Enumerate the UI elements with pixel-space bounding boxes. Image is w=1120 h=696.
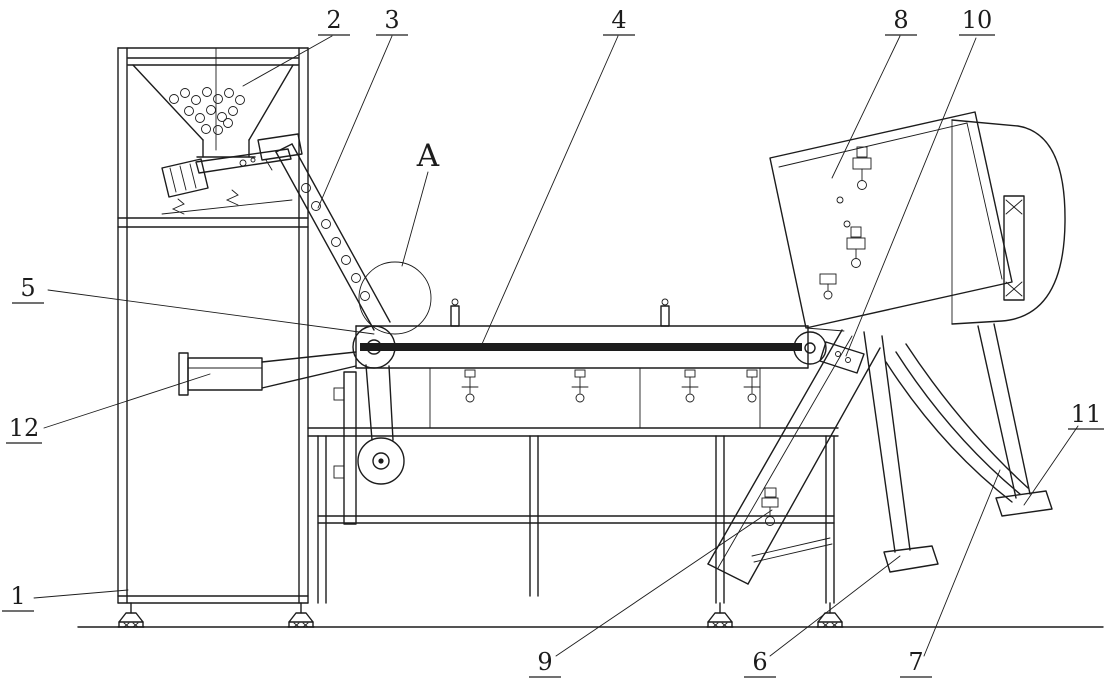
label-9: 9 [537,648,552,676]
leveling-feet [117,602,844,628]
reference-labels: 2 3 4 8 10 A 5 12 1 11 9 6 7 [2,6,1104,678]
ejector-valve [846,226,866,268]
leader-2 [242,35,333,87]
stand-frame [117,47,309,604]
main-conveyor [352,298,827,429]
tail-pulley [793,331,827,365]
sorter-head [769,111,1013,332]
belt-brackets [450,298,670,327]
leader-6 [769,555,901,657]
leader-8 [831,35,901,179]
right-supports [863,323,1053,573]
leader-7 [923,469,1001,657]
label-12: 12 [9,414,40,442]
label-8: 8 [893,6,908,34]
label-10: 10 [962,6,993,34]
granules [169,87,245,135]
leader-4 [481,35,619,345]
discharge-spout [178,351,357,396]
discharge-curves [885,343,1029,503]
transition-plate [819,341,865,374]
machine-frame [307,427,839,604]
leader-lines [33,35,1079,657]
infeed-conveyor [275,143,391,331]
label-5: 5 [20,274,35,302]
rejection-chute [707,329,881,585]
leader-5 [47,289,375,335]
label-6: 6 [752,648,767,676]
rear-housing [951,119,1066,325]
label-1: 1 [10,582,25,610]
label-4: 4 [611,6,626,34]
chute-ejector [761,487,779,526]
label-A: A [416,138,440,174]
belt-drive [333,364,405,525]
label-11: 11 [1071,400,1102,428]
leader-10 [845,37,977,357]
belt-band [360,343,802,351]
vibrating-feeder [161,148,293,215]
hopper [127,47,299,158]
leader-12 [43,373,211,429]
label-2: 2 [326,6,341,34]
leader-A [401,171,429,267]
ejector-valve [819,273,837,300]
feeder-outlet [257,133,303,171]
leader-3 [317,35,393,209]
label-3: 3 [384,6,399,34]
detail-circle-A [358,261,432,335]
leader-11 [1023,425,1079,506]
head-pulley [352,325,396,369]
leader-1 [33,589,129,599]
under-belt-units [461,369,761,403]
leader-9 [555,509,773,657]
label-7: 7 [908,648,923,676]
ejector-valve [852,146,872,190]
